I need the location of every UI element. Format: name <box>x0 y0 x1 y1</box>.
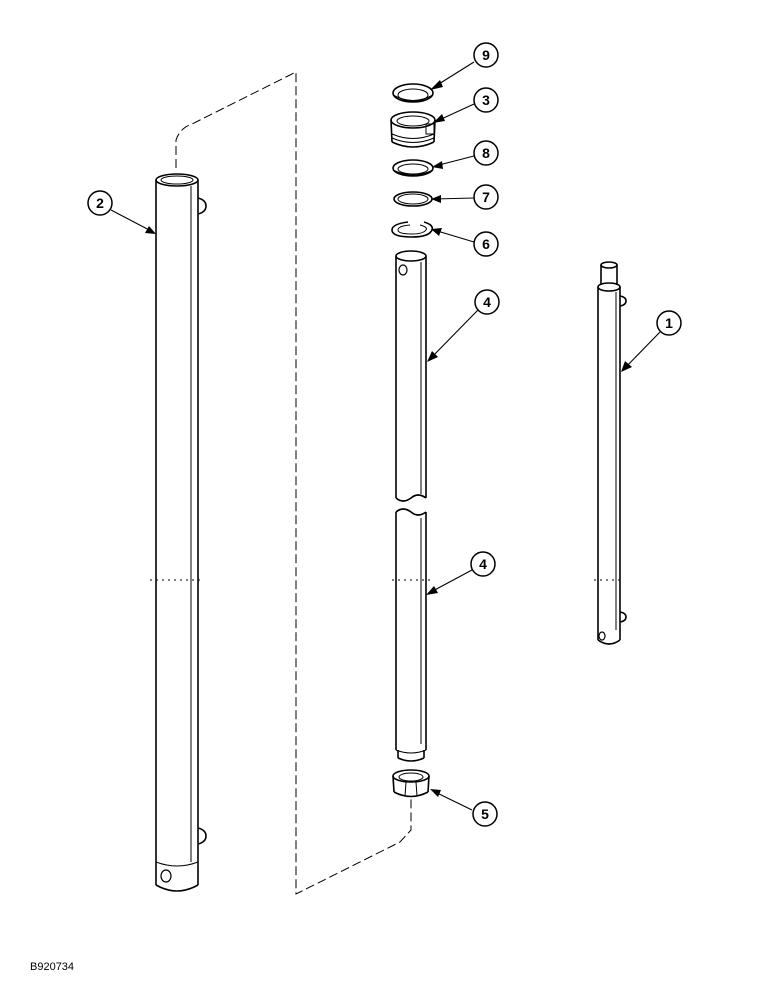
figure-reference-number: B920734 <box>30 961 74 973</box>
callout-4-upper: 4 <box>474 289 500 315</box>
svg-text:7: 7 <box>482 189 490 205</box>
backup-ring-part <box>392 159 434 177</box>
svg-text:3: 3 <box>482 92 490 108</box>
callout-7: 7 <box>473 184 499 210</box>
svg-text:5: 5 <box>481 806 489 822</box>
piston-rod-lower-part <box>392 508 430 762</box>
svg-text:8: 8 <box>482 145 490 161</box>
svg-text:1: 1 <box>665 315 673 331</box>
callout-8: 8 <box>473 140 499 166</box>
svg-text:4: 4 <box>483 294 491 310</box>
callout-1: 1 <box>656 310 682 336</box>
piston-rod-upper-part <box>395 250 427 502</box>
callout-4-lower: 4 <box>470 551 496 577</box>
gland-part <box>390 111 436 148</box>
callout-5: 5 <box>472 801 498 827</box>
callout-2: 2 <box>87 190 113 216</box>
svg-text:4: 4 <box>479 556 487 572</box>
assembly-guide-line <box>175 71 412 895</box>
svg-text:6: 6 <box>482 236 490 252</box>
svg-text:9: 9 <box>482 47 490 63</box>
wiper-seal-part <box>392 83 434 103</box>
retaining-ring-part <box>391 221 434 238</box>
callout-leaders <box>110 61 661 811</box>
tube-assembly-part <box>594 261 627 645</box>
callout-6: 6 <box>473 231 499 257</box>
piston-part <box>392 769 430 798</box>
svg-text:2: 2 <box>96 195 104 211</box>
o-ring-part <box>393 191 433 207</box>
callout-9: 9 <box>473 42 499 68</box>
cylinder-barrel-part <box>150 173 207 892</box>
callout-3: 3 <box>473 87 499 113</box>
